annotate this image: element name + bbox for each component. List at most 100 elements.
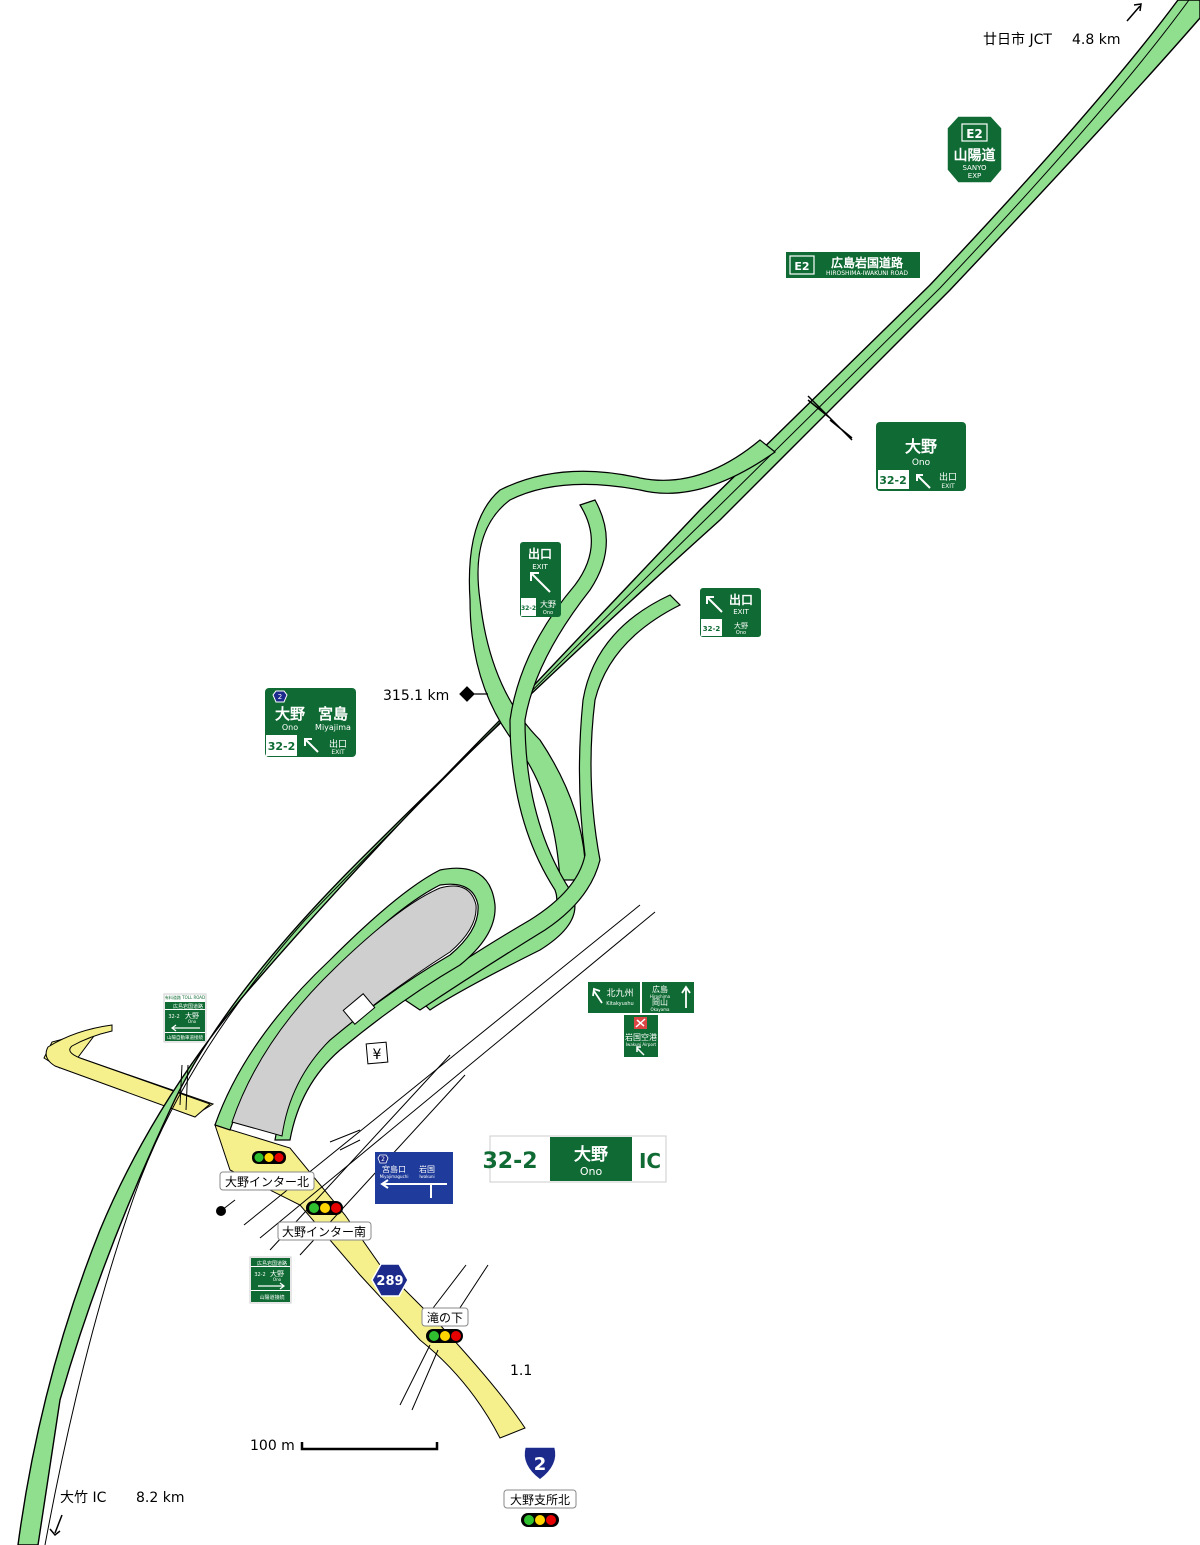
- kilopost-marker-icon: [459, 686, 488, 702]
- local-sign-left: 宮島口: [382, 1164, 406, 1174]
- north-arrow-icon: [1126, 3, 1142, 22]
- road-sign-code: E2: [794, 260, 809, 273]
- signal-yellow-icon: [264, 1153, 274, 1162]
- ono-shisho-kita-label: 大野支所北: [510, 1493, 570, 1507]
- guide-right1-en: Hiroshima: [650, 994, 671, 999]
- guide-airport-en: Iwakuni Airport: [626, 1042, 657, 1047]
- southbound-name2: 宮島: [318, 705, 348, 723]
- local-sign-route: 2: [381, 1156, 385, 1163]
- airport-arrow-icon: [636, 1046, 645, 1056]
- entrance-south-arrow-icon: [258, 1282, 285, 1290]
- guide-right2: 岡山: [652, 997, 668, 1007]
- route-289-shield: 289: [371, 1263, 409, 1297]
- ic-number: 32-2: [482, 1149, 537, 1174]
- ic-name-en: Ono: [580, 1165, 603, 1178]
- exit-right-name-en: Ono: [736, 630, 746, 636]
- signal-green-icon: [524, 1515, 534, 1525]
- exit-arrow-icon: [916, 474, 931, 489]
- route-289-number: 289: [376, 1274, 403, 1289]
- scale-bar: 100 m: [250, 1438, 439, 1454]
- signal-yellow-icon: [440, 1331, 450, 1341]
- advance-exit: 出口: [939, 471, 957, 483]
- entrance-north-bottom: 山陽自動車道接続: [167, 1034, 203, 1041]
- ic-name: 大野: [574, 1144, 608, 1165]
- ramps: [214, 439, 776, 1141]
- gore-exit-sign: 出口 EXIT 32-2 大野 Ono: [520, 542, 561, 617]
- kilopost-label: 315.1 km: [383, 688, 449, 704]
- expressway-mainline: [17, 0, 1200, 1545]
- exit-right-name: 大野: [734, 621, 748, 630]
- signal-red-icon: [274, 1153, 284, 1162]
- southbound-arrow-icon: [304, 738, 319, 753]
- local-sign-right: 岩国: [419, 1164, 435, 1174]
- southbound-exit: 出口: [329, 738, 347, 750]
- intersection-ono-inter-minami: 大野インター南: [277, 1201, 372, 1241]
- intersection-ono-shisho-kita: 大野支所北: [503, 1489, 577, 1527]
- landmark-dot: [216, 1206, 226, 1216]
- gore-exit: 出口: [528, 546, 552, 561]
- south-destination: 大竹 IC: [60, 1490, 107, 1506]
- southbound-number: 32-2: [268, 740, 296, 753]
- entrance-south-number: 32-2: [254, 1272, 265, 1278]
- entrance-sign-south: 広島岩国道路 32-2 大野 Ono 山陽道接続: [249, 1256, 292, 1304]
- ramp-guide-sign: 北九州 Kitakyushu 広島 Hiroshima 岡山 Okayama 岩…: [588, 982, 694, 1057]
- north-distance: 4.8 km: [1072, 32, 1120, 48]
- scale-label: 100 m: [250, 1438, 295, 1454]
- intersection-ono-inter-kita: 大野インター北: [219, 1151, 315, 1191]
- south-distance: 8.2 km: [136, 1490, 184, 1506]
- gore-name: 大野: [540, 599, 556, 609]
- entrance-north-road: 広島岩国道路: [173, 1003, 203, 1010]
- entrance-south-name: 大野: [270, 1269, 284, 1278]
- local-sign-right-en: Iwakuni: [419, 1174, 434, 1179]
- sanyo-expressway-shield: E2 山陽道 SANYO EXP: [946, 115, 1003, 184]
- entrance-sign-north: 有料道路 TOLL ROAD 広島岩国道路 32-2 大野 Ono 山陽自動車道…: [163, 993, 207, 1043]
- exit-right-exit: 出口: [729, 592, 753, 607]
- direction-north: 廿日市 JCT 4.8 km: [983, 3, 1142, 48]
- ic-suffix: IC: [639, 1149, 661, 1173]
- signal-yellow-icon: [320, 1203, 330, 1213]
- entrance-south-road: 広島岩国道路: [257, 1260, 287, 1267]
- airport-icon: [635, 1018, 646, 1028]
- entrance-north-arrow-icon: [171, 1024, 200, 1032]
- gore-number: 32-2: [521, 605, 536, 612]
- signal-green-icon: [254, 1153, 264, 1162]
- takinoshita-label: 滝の下: [427, 1311, 463, 1325]
- entrance-north-name: 大野: [185, 1011, 199, 1020]
- guide-right1: 広島: [652, 984, 668, 994]
- guide-left-en: Kitakyushu: [606, 1001, 633, 1007]
- toll-symbol: ¥: [373, 1047, 382, 1063]
- gore-exit-en: EXIT: [532, 563, 548, 571]
- shield-name: 山陽道: [954, 147, 996, 164]
- southbound-exit-en: EXIT: [331, 749, 345, 756]
- toll-symbol-box: ¥: [365, 1041, 389, 1065]
- advance-exit-en: EXIT: [941, 483, 955, 490]
- expressway: [17, 0, 1200, 1545]
- signal-yellow-icon: [535, 1515, 545, 1525]
- southbound-exit-sign: 2 大野 宮島 Ono Miyajima 32-2 出口 EXIT: [265, 688, 356, 757]
- bridge-marker: [807, 395, 853, 441]
- local-sign-arrow-icon: [380, 1179, 447, 1198]
- entrance-north-toll: 有料道路 TOLL ROAD: [165, 994, 205, 1000]
- signal-green-icon: [309, 1203, 319, 1213]
- north-destination: 廿日市 JCT: [983, 31, 1052, 48]
- gore-arrow-icon: [530, 572, 551, 593]
- expressway-median: [44, 0, 1190, 1545]
- local-sign-left-en: Miyajimaguchi: [380, 1174, 409, 1179]
- guide-left: 北九州: [606, 988, 633, 999]
- southbound-route: 2: [278, 693, 282, 701]
- ic-name-plate: 32-2 大野 Ono IC: [482, 1135, 667, 1183]
- exit-sign-right: 出口 EXIT 32-2 大野 Ono: [700, 588, 761, 637]
- advance-sign: 大野 Ono 32-2 出口 EXIT: [876, 422, 966, 491]
- shield-name-en: SANYO: [962, 164, 986, 172]
- signal-red-icon: [451, 1331, 461, 1341]
- guide-left-arrow-icon: [592, 987, 603, 1004]
- southbound-name1-en: Ono: [282, 723, 298, 732]
- entrance-north-name-en: Ono: [188, 1019, 197, 1024]
- exit-right-arrow-icon: [706, 596, 723, 613]
- ono-inter-minami-label: 大野インター南: [282, 1224, 366, 1239]
- ramp-loop-inner: [419, 499, 607, 1011]
- entrance-south-bottom: 山陽道接続: [259, 1294, 284, 1301]
- advance-number: 32-2: [879, 474, 907, 487]
- road-sign-name: 広島岩国道路: [831, 255, 904, 270]
